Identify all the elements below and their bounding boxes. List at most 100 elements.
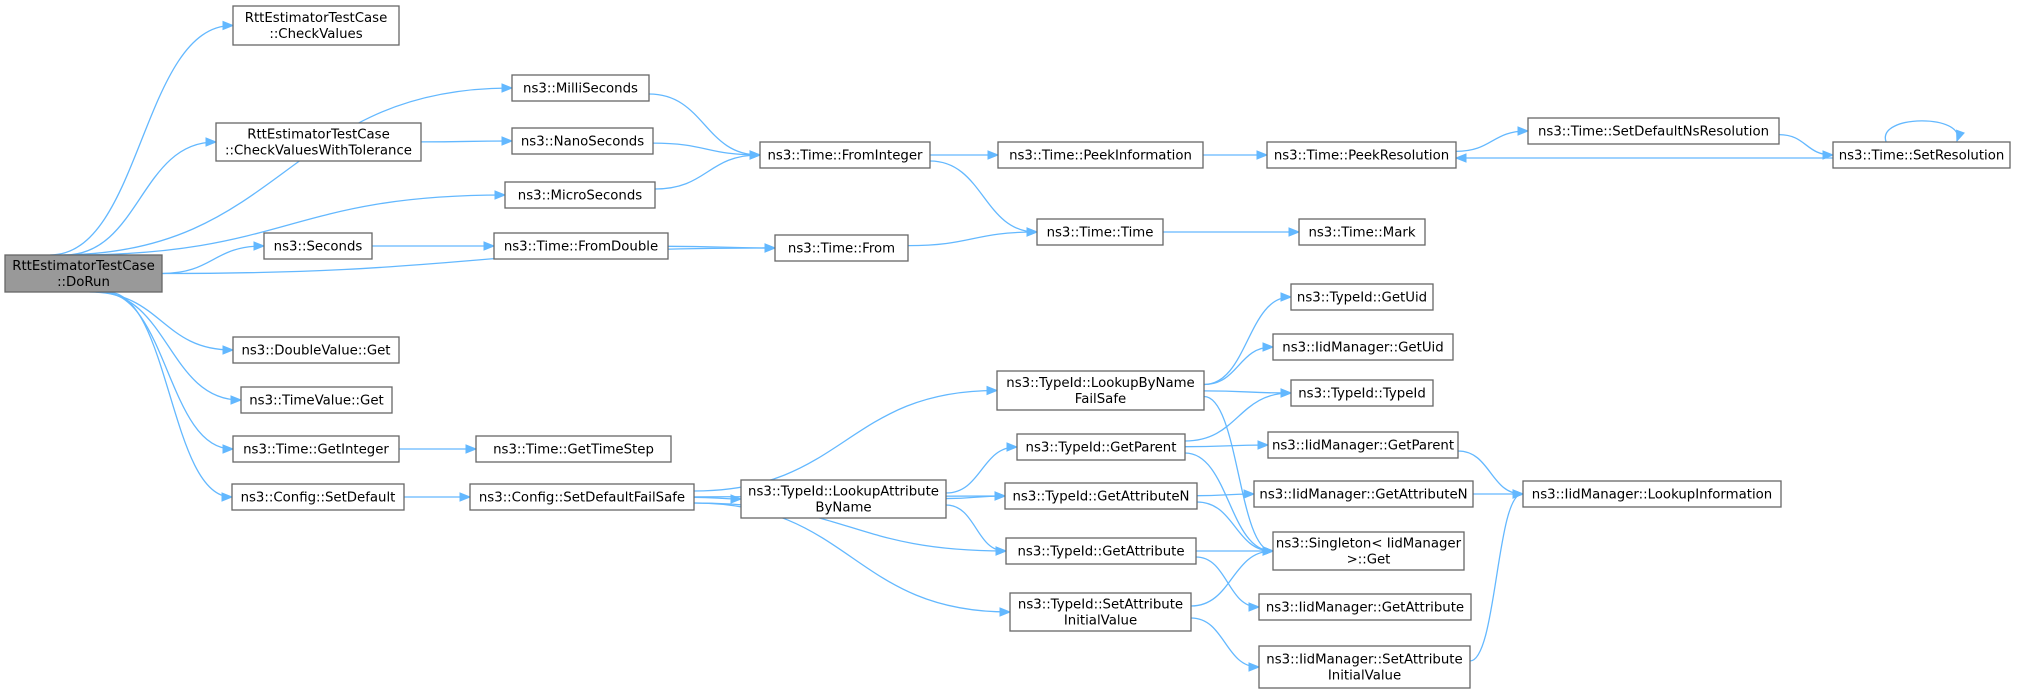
node-label: ns3::TypeId::TypeId — [1298, 387, 1426, 402]
node-singleton-get[interactable]: ns3::Singleton< IidManager >::Get — [1272, 531, 1465, 571]
node-iid-get-uid[interactable]: ns3::IidManager::GetUid — [1272, 333, 1454, 361]
arrow-head — [501, 136, 514, 146]
node-box — [231, 483, 405, 511]
arrow-head — [494, 190, 507, 200]
node-time-time[interactable]: ns3::Time::Time — [1036, 218, 1164, 246]
node-iid-set-attr-init[interactable]: ns3::IidManager::SetAttributeInitialValu… — [1258, 645, 1471, 689]
node-box — [1005, 537, 1197, 565]
node-milli-seconds[interactable]: ns3::MilliSeconds — [511, 74, 650, 102]
node-type-id-get-uid[interactable]: ns3::TypeId::GetUid — [1290, 283, 1434, 311]
node-label: >::Get — [1347, 553, 1391, 568]
arrow-head — [1956, 129, 1965, 143]
node-label: ns3::Time::PeekInformation — [1009, 149, 1192, 164]
node-box — [1272, 333, 1454, 361]
node-box — [511, 127, 654, 155]
node-nano-seconds[interactable]: ns3::NanoSeconds — [511, 127, 654, 155]
node-box — [511, 74, 650, 102]
edge-lookup-by-name-fail-safe-to-type-id-type-id — [1203, 390, 1291, 394]
node-label: ns3::Time::PeekResolution — [1274, 149, 1449, 164]
arrow-head — [1454, 153, 1467, 163]
node-box — [240, 386, 393, 414]
node-check-tol[interactable]: RttEstimatorTestCase::CheckValuesWithTol… — [215, 122, 422, 162]
node-label: ns3::TypeId::GetUid — [1297, 291, 1427, 306]
arrow-head — [994, 491, 1007, 501]
node-config-set-default-fail-safe[interactable]: ns3::Config::SetDefaultFailSafe — [469, 483, 695, 511]
node-peek-res[interactable]: ns3::Time::PeekResolution — [1266, 141, 1457, 169]
edge-config-set-default-fail-safe-to-lookup-by-name-fail-safe — [693, 389, 997, 492]
node-box — [1004, 482, 1198, 510]
node-iid-lookup-info[interactable]: ns3::IidManager::LookupInformation — [1522, 480, 1782, 508]
node-label: RttEstimatorTestCase — [247, 128, 390, 143]
node-type-id-get-attr-n[interactable]: ns3::TypeId::GetAttributeN — [1004, 482, 1198, 510]
node-iid-get-attr[interactable]: ns3::IidManager::GetAttribute — [1258, 593, 1472, 621]
node-label: ns3::Time::Time — [1047, 226, 1154, 241]
node-label: RttEstimatorTestCase — [12, 259, 155, 274]
node-peek-info[interactable]: ns3::Time::PeekInformation — [997, 141, 1204, 169]
arrow-head — [1288, 227, 1301, 237]
edge-set-res-to-set-res — [1884, 120, 1959, 143]
node-get-time-step[interactable]: ns3::Time::GetTimeStep — [475, 435, 672, 463]
node-micro-seconds[interactable]: ns3::MicroSeconds — [504, 181, 656, 209]
node-label: InitialValue — [1328, 669, 1401, 684]
node-box — [232, 435, 400, 463]
arrow-head — [995, 546, 1008, 556]
node-box — [1290, 379, 1434, 407]
node-box — [997, 141, 1204, 169]
node-box — [1253, 480, 1474, 508]
node-label: ns3::Time::FromInteger — [767, 149, 923, 164]
node-iid-get-parent[interactable]: ns3::IidManager::GetParent — [1267, 431, 1459, 459]
node-from-integer[interactable]: ns3::Time::FromInteger — [759, 141, 931, 169]
node-get-integer[interactable]: ns3::Time::GetInteger — [232, 435, 400, 463]
node-box — [1258, 593, 1472, 621]
edge-root-to-time-value-get — [95, 291, 241, 401]
node-type-id-get-parent[interactable]: ns3::TypeId::GetParent — [1016, 433, 1186, 461]
edge-check-tol-to-nano-seconds — [420, 140, 512, 143]
arrow-head — [1257, 440, 1270, 450]
node-box — [1522, 480, 1782, 508]
node-label: ns3::TypeId::GetParent — [1026, 441, 1177, 456]
node-seconds[interactable]: ns3::Seconds — [263, 232, 373, 260]
node-box — [493, 232, 669, 260]
edge-root-to-milli-seconds — [58, 87, 512, 256]
arrow-head — [999, 607, 1012, 617]
node-box — [1527, 117, 1780, 145]
node-box — [740, 479, 947, 519]
node-root[interactable]: RttEstimatorTestCase::DoRun — [4, 254, 163, 293]
node-label: ns3::TypeId::GetAttributeN — [1013, 490, 1190, 505]
node-label: ns3::IidManager::GetAttributeN — [1259, 488, 1467, 503]
node-time-value-get[interactable]: ns3::TimeValue::Get — [240, 386, 393, 414]
node-iid-get-attr-n[interactable]: ns3::IidManager::GetAttributeN — [1253, 480, 1474, 508]
arrow-head — [1026, 227, 1039, 237]
arrow-head — [222, 444, 235, 454]
node-label: ns3::IidManager::GetParent — [1272, 439, 1454, 454]
node-double-get[interactable]: ns3::DoubleValue::Get — [232, 336, 400, 364]
node-box — [1266, 141, 1457, 169]
node-set-res[interactable]: ns3::Time::SetResolution — [1832, 141, 2011, 169]
node-type-id-get-attr[interactable]: ns3::TypeId::GetAttribute — [1005, 537, 1197, 565]
node-check-values[interactable]: RttEstimatorTestCase::CheckValues — [232, 5, 400, 46]
arrow-head — [987, 150, 1000, 160]
arrow-head — [1517, 126, 1530, 136]
node-from-double[interactable]: ns3::Time::FromDouble — [493, 232, 669, 260]
node-type-id-type-id[interactable]: ns3::TypeId::TypeId — [1290, 379, 1434, 407]
node-set-def-ns[interactable]: ns3::Time::SetDefaultNsResolution — [1527, 117, 1780, 145]
arrow-head — [483, 241, 496, 251]
arrow-head — [1262, 546, 1275, 556]
node-label: ::DoRun — [57, 275, 110, 290]
edge-root-to-seconds — [161, 245, 264, 275]
arrow-head — [764, 243, 777, 253]
node-box — [263, 232, 373, 260]
node-box — [1272, 531, 1465, 571]
node-label: ns3::MicroSeconds — [518, 189, 642, 204]
edge-type-id-get-attr-n-to-singleton-get — [1196, 501, 1273, 552]
node-from[interactable]: ns3::Time::From — [774, 234, 909, 262]
node-label: ns3::Time::GetInteger — [243, 443, 389, 458]
node-time-mark[interactable]: ns3::Time::Mark — [1298, 218, 1426, 246]
arrow-head — [986, 385, 999, 396]
edge-root-to-get-integer — [101, 291, 233, 450]
edge-root-to-micro-seconds — [71, 194, 505, 256]
node-config-set-default[interactable]: ns3::Config::SetDefault — [231, 483, 405, 511]
